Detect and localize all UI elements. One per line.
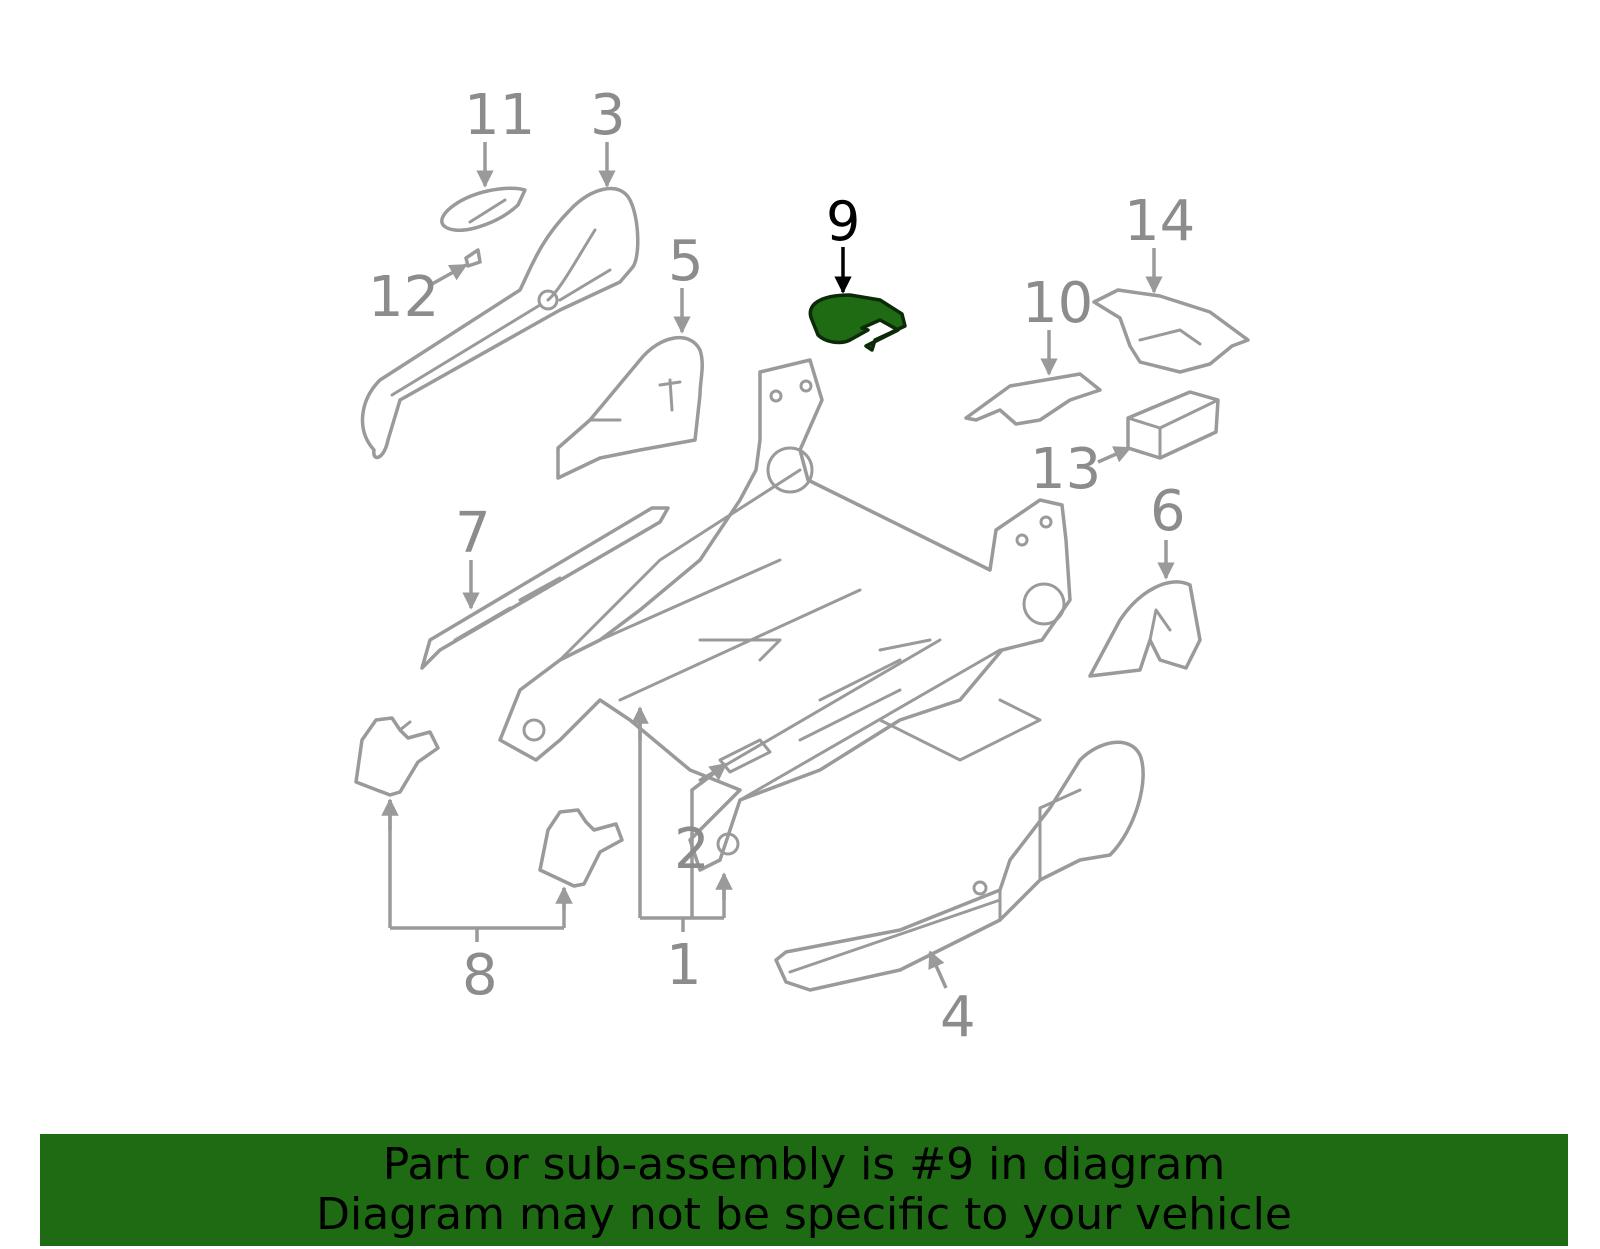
part-11-cap[interactable] xyxy=(440,186,527,232)
part-13-module[interactable] xyxy=(1126,390,1220,460)
part-14-plate[interactable] xyxy=(1092,288,1250,374)
part-3-side-shield[interactable] xyxy=(360,186,640,460)
callout-12: 12 xyxy=(368,265,439,330)
callout-13: 13 xyxy=(1030,437,1101,502)
callout-3: 3 xyxy=(590,83,626,148)
info-banner: Part or sub-assembly is #9 in diagram Di… xyxy=(40,1134,1568,1246)
part-6-cover[interactable] xyxy=(1088,580,1202,678)
callout-4: 4 xyxy=(940,985,976,1050)
callout-leaders xyxy=(381,142,1175,989)
part-8-cap-left[interactable] xyxy=(354,716,440,797)
callout-6: 6 xyxy=(1150,479,1186,544)
part-9-highlighted-cover[interactable] xyxy=(808,293,907,352)
callout-2: 2 xyxy=(674,817,710,882)
part-8-cap-right[interactable] xyxy=(538,808,624,888)
part-7-rail[interactable] xyxy=(420,506,670,670)
callout-5: 5 xyxy=(668,229,704,294)
part-1-seat-track-frame[interactable] xyxy=(498,358,1072,872)
callout-11: 11 xyxy=(464,83,535,148)
callout-8: 8 xyxy=(462,943,498,1008)
callout-7: 7 xyxy=(455,501,491,566)
banner-line-disclaimer: Diagram may not be specific to your vehi… xyxy=(316,1189,1292,1240)
callout-14: 14 xyxy=(1124,189,1195,254)
part-4-side-shield[interactable] xyxy=(774,740,1145,992)
callout-10: 10 xyxy=(1022,271,1093,336)
part-10-bracket[interactable] xyxy=(964,372,1102,426)
callout-1: 1 xyxy=(666,933,702,998)
part-5-cover[interactable] xyxy=(556,335,704,480)
part-12-clip[interactable] xyxy=(464,248,482,268)
callout-9: 9 xyxy=(826,190,860,253)
banner-line-part-number: Part or sub-assembly is #9 in diagram xyxy=(382,1139,1226,1190)
